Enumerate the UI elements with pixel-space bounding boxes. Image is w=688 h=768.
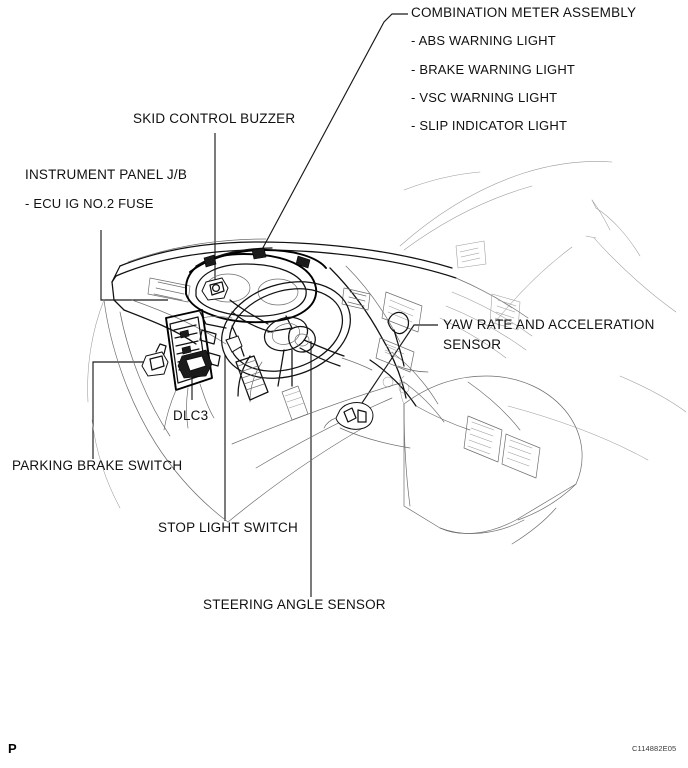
yaw-rate-sensor-component: [323, 402, 374, 430]
skid-control-buzzer-component: [201, 277, 229, 301]
callout-slip-indicator-light: - SLIP INDICATOR LIGHT: [411, 118, 568, 133]
steering-angle-sensor-component: [288, 325, 316, 353]
floor-and-console: [227, 311, 471, 523]
passenger-seat: [399, 375, 583, 545]
callout-instrument-panel-jb: INSTRUMENT PANEL J/B: [25, 167, 188, 182]
driver-door-trim: [87, 299, 121, 509]
callout-yaw-rate-sensor-line2: SENSOR: [443, 337, 502, 352]
pedal-assembly: [225, 325, 309, 421]
dlc3-connector-component: [177, 349, 213, 379]
callout-dlc3: DLC3: [173, 408, 209, 423]
callout-yaw-rate-sensor-line1: YAW RATE AND ACCELERATION: [443, 317, 655, 332]
leader-combination-meter: [257, 13, 408, 258]
leader-lines: [92, 13, 438, 597]
instrument-panel-body: [103, 238, 533, 523]
callout-ecu-ig-no2-fuse: - ECU IG NO.2 FUSE: [25, 196, 154, 211]
parking-brake-switch-component: [141, 343, 169, 377]
callout-vsc-warning-light: - VSC WARNING LIGHT: [411, 90, 558, 105]
figure-code: C114882E05: [632, 744, 677, 753]
leader-yaw-rate-sensor: [351, 324, 438, 419]
air-vents: [147, 240, 521, 331]
callout-combination-meter-assembly: COMBINATION METER ASSEMBLY: [411, 5, 637, 20]
callout-parking-brake-switch: PARKING BRAKE SWITCH: [12, 458, 183, 473]
callout-steering-angle-sensor: STEERING ANGLE SENSOR: [203, 597, 386, 612]
combination-meter-assembly: [185, 247, 327, 333]
leader-instrument-panel-jb: [100, 230, 168, 301]
callout-abs-warning-light: - ABS WARNING LIGHT: [411, 33, 556, 48]
callout-skid-control-buzzer: SKID CONTROL BUZZER: [133, 111, 296, 126]
windshield-and-upper-body: [399, 161, 677, 331]
floor-edge-lines: [507, 375, 687, 461]
center-console-controls: [375, 291, 423, 394]
callout-brake-warning-light: - BRAKE WARNING LIGHT: [411, 62, 576, 77]
page-marker: P: [8, 741, 17, 756]
callout-stop-light-switch: STOP LIGHT SWITCH: [158, 520, 298, 535]
